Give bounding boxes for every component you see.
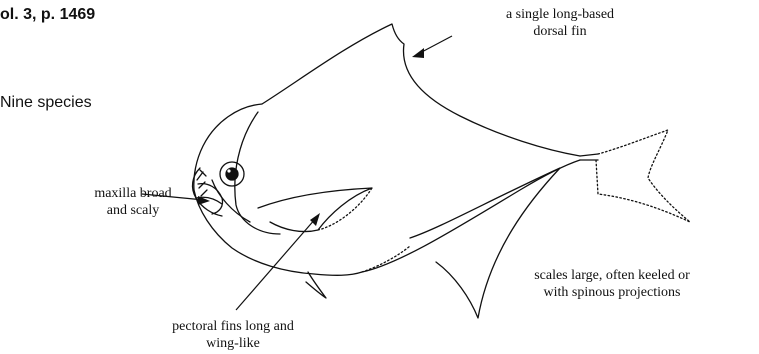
pectoral-fins-label: pectoral fins long and wing-like xyxy=(118,318,348,352)
pectoral-fin xyxy=(258,188,372,232)
scales-label: scales large, often keeled or with spino… xyxy=(482,267,742,301)
pelvic-fin xyxy=(306,272,326,298)
pectoral-fin-pointer xyxy=(236,218,316,310)
maxilla-label: maxilla broad and scaly xyxy=(78,185,188,219)
gill-cover xyxy=(235,112,280,234)
caudal-fin xyxy=(596,130,690,222)
dorsal-fin xyxy=(262,24,580,156)
fish-body-outline xyxy=(194,104,580,275)
dorsal-fin-label: a single long-based dorsal fin xyxy=(470,6,650,40)
